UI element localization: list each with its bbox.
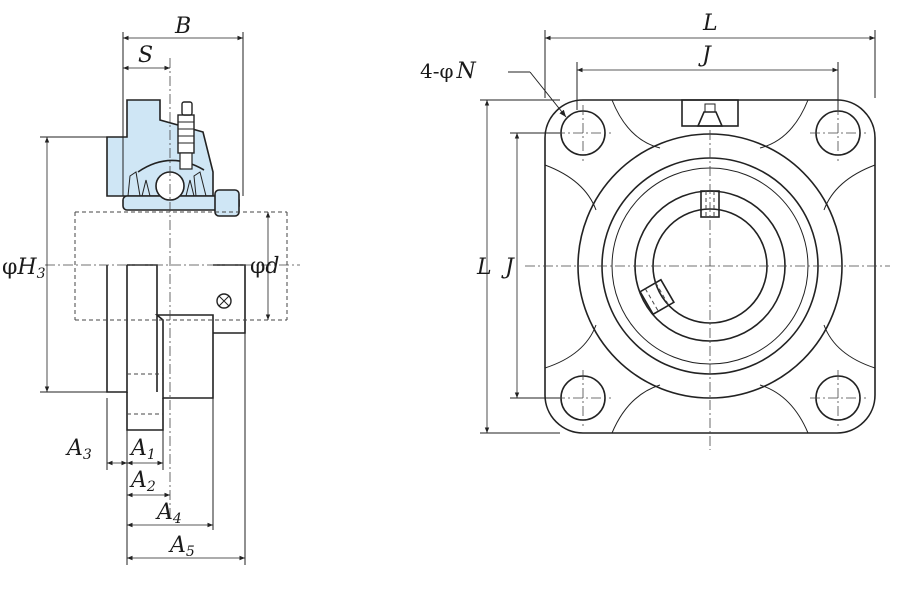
set-screw-lower (639, 278, 675, 316)
label-A2: A2 (129, 468, 156, 495)
label-H3: φH3 (2, 255, 46, 282)
housing-section-upper (106, 99, 214, 197)
label-A3: A3 (65, 436, 92, 463)
label-A1: A1 (129, 436, 156, 463)
label-L-top: L (702, 11, 718, 36)
label-L-side: L (476, 255, 492, 280)
flange-boss-outline (544, 99, 876, 434)
label-A5: A5 (168, 533, 195, 560)
grease-nipple-side (177, 101, 195, 170)
grease-nipple-front (696, 111, 724, 127)
seal-left (127, 171, 141, 197)
label-J-top: J (698, 43, 712, 68)
label-d: φd (250, 254, 280, 279)
label-J-side: J (501, 255, 515, 280)
label-S: S (138, 43, 153, 68)
section-view: B S φH3 φd A3 A1 A2 (2, 14, 300, 565)
set-collar (214, 189, 240, 217)
label-A4: A4 (155, 500, 182, 527)
inner-race (137, 159, 205, 173)
housing-lower-body (106, 264, 214, 399)
seal-right (193, 171, 207, 197)
label-B: B (174, 14, 191, 39)
